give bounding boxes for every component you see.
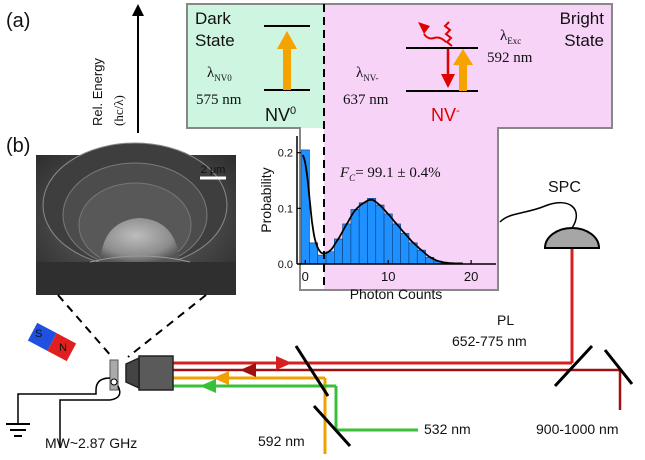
spc-label: SPC bbox=[548, 179, 581, 196]
nvm-wavelength: λNV- bbox=[356, 65, 378, 83]
bright-state-line2: State bbox=[564, 31, 604, 50]
mw-wiring bbox=[6, 377, 121, 448]
nv0-excitation-arrow bbox=[277, 31, 297, 90]
magnet bbox=[27, 322, 77, 362]
histogram-bar bbox=[350, 209, 360, 265]
laser-592-label: 592 nm bbox=[258, 433, 305, 449]
dark-state-line2: State bbox=[195, 31, 235, 50]
nvm-label: NV- bbox=[431, 105, 460, 125]
pl-label-line1: PL bbox=[497, 312, 514, 328]
histogram-bar bbox=[392, 223, 401, 265]
y-tick-label: 0.1 bbox=[278, 203, 293, 215]
fidelity-annotation: FC= 99.1 ± 0.4% bbox=[339, 165, 441, 183]
pl-mirror bbox=[553, 344, 594, 388]
dark-state-region bbox=[187, 4, 324, 128]
objective-lens bbox=[125, 355, 174, 391]
dichroic-mirror-2 bbox=[312, 404, 352, 448]
y-tick-label: 0.0 bbox=[278, 259, 293, 271]
energy-axis-units: (hc/λ) bbox=[111, 95, 126, 126]
laser-532-label: 532 nm bbox=[424, 421, 471, 437]
y-axis-label: Probability bbox=[258, 167, 274, 232]
nv0-label: NV0 bbox=[265, 105, 296, 125]
pl-label-line2: 652-775 nm bbox=[452, 333, 527, 349]
x-axis-label: Photon Counts bbox=[350, 286, 443, 302]
fit-curve bbox=[301, 154, 463, 265]
exc-wavelength: λExc bbox=[500, 28, 521, 46]
bright-state-region bbox=[324, 4, 612, 290]
exc-wavelength-value: 592 nm bbox=[487, 50, 533, 66]
histogram-bar bbox=[383, 213, 393, 265]
nvm-emission-arrow bbox=[441, 49, 455, 88]
histogram-bar bbox=[375, 204, 385, 265]
laser-ir-label: 900-1000 nm bbox=[536, 421, 619, 437]
histogram-bar bbox=[358, 202, 368, 265]
sem-image bbox=[36, 142, 236, 295]
energy-axis bbox=[132, 4, 144, 133]
x-tick-label: 10 bbox=[381, 269, 395, 284]
nvm-ionization-squiggle bbox=[418, 21, 453, 47]
x-tick-label: 20 bbox=[464, 269, 478, 284]
mw-label: MW~2.87 GHz bbox=[45, 435, 137, 451]
histogram-bar bbox=[325, 251, 335, 265]
magnet-s: S bbox=[35, 328, 42, 340]
magnet-n: N bbox=[59, 342, 67, 354]
sem-scalebar-label: 2 μm bbox=[201, 164, 226, 176]
y-tick-label: 0.2 bbox=[278, 148, 293, 160]
ir-mirror bbox=[603, 349, 634, 385]
sample bbox=[109, 359, 119, 391]
nvm-excitation-arrow bbox=[453, 49, 473, 91]
panel-a-label: (a) bbox=[6, 10, 30, 32]
dichroic-mirror-1 bbox=[294, 345, 330, 397]
nv0-wavelength: λNV0 bbox=[207, 65, 232, 83]
bright-state-line1: Bright bbox=[560, 9, 605, 28]
dark-state-line1: Dark bbox=[195, 9, 231, 28]
panel-b-label: (b) bbox=[6, 135, 30, 157]
x-tick-label: 0 bbox=[302, 269, 309, 284]
spc-detector bbox=[499, 201, 601, 249]
nvm-wavelength-value: 637 nm bbox=[343, 92, 389, 108]
panel-a-outline bbox=[186, 3, 613, 291]
energy-axis-label: Rel. Energy bbox=[90, 58, 105, 126]
nv0-wavelength-value: 575 nm bbox=[196, 92, 242, 108]
histogram-bar bbox=[367, 198, 377, 265]
zoom-line-right bbox=[127, 294, 207, 358]
